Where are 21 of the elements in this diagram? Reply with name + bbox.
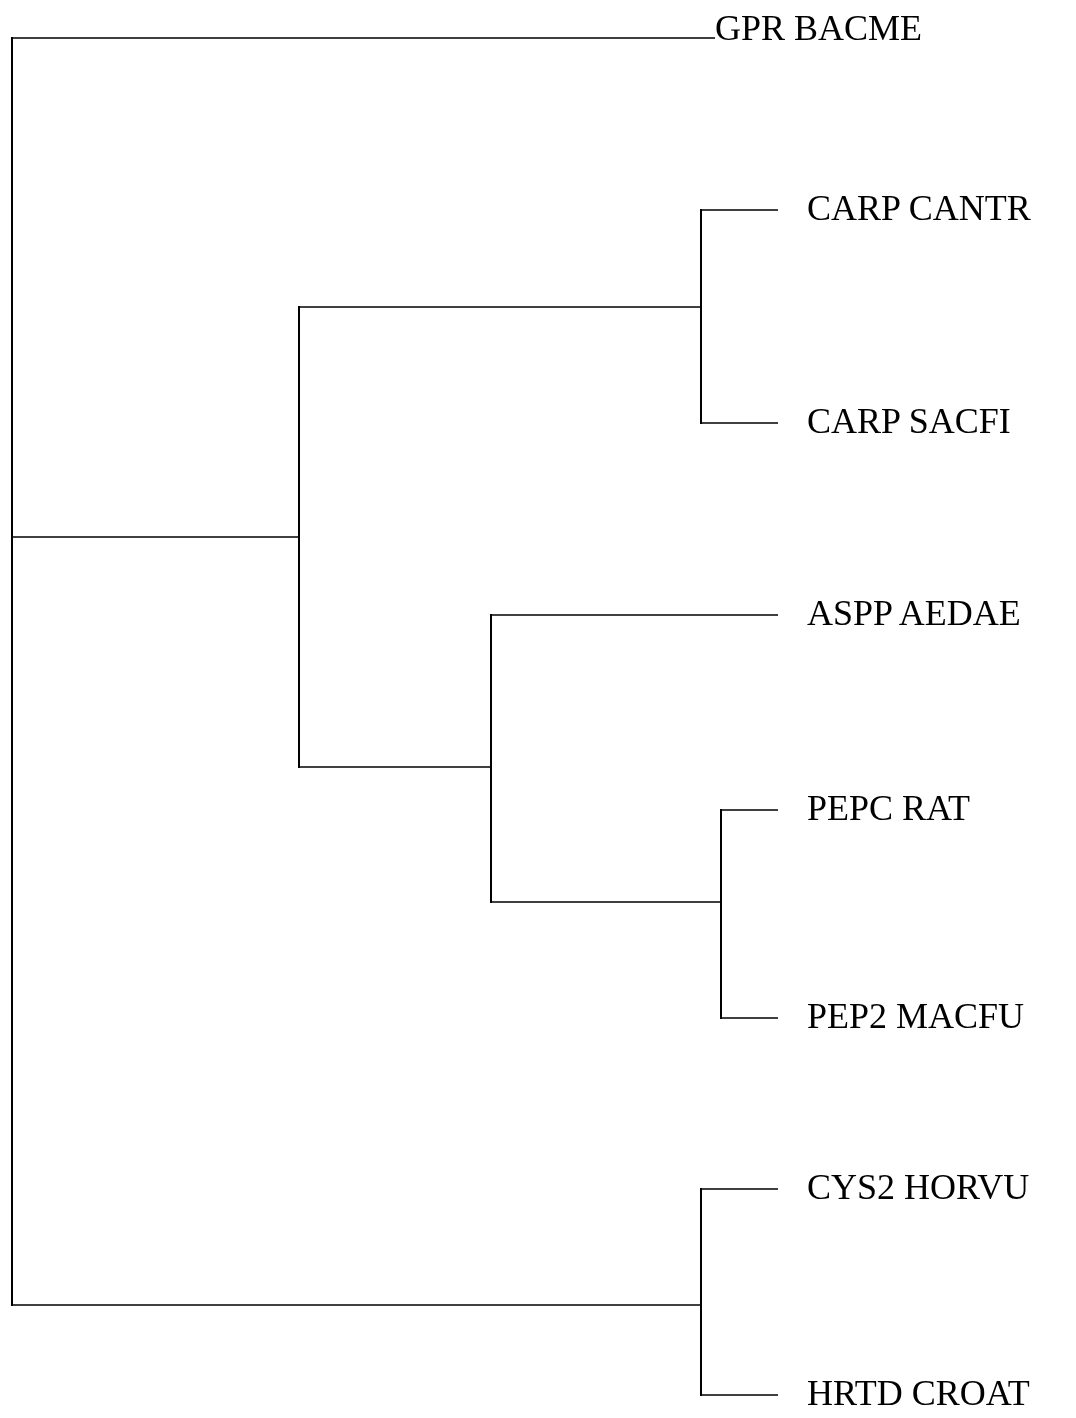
branch-line [298,306,702,308]
branch-line [298,766,492,768]
branch-line [720,1017,779,1019]
branch-line [11,1304,702,1306]
branch-line [11,536,300,538]
taxon-label: GPR BACME [715,8,923,48]
branch-line [700,209,779,211]
taxon-label: HRTD CROAT [807,1373,1030,1413]
taxon-label: ASPP AEDAE [807,593,1021,633]
branch-line [11,37,716,39]
branch-line [720,809,779,811]
taxon-label: CARP CANTR [807,188,1031,228]
taxon-label: CARP SACFI [807,401,1011,441]
branch-line [490,901,722,903]
taxon-label: PEPC RAT [807,788,971,828]
branch-line [700,1394,779,1396]
branch-line [700,422,779,424]
taxon-label: CYS2 HORVU [807,1167,1030,1207]
branch-line [700,1188,779,1190]
branch-line [490,614,779,616]
taxon-label: PEP2 MACFU [807,996,1025,1036]
